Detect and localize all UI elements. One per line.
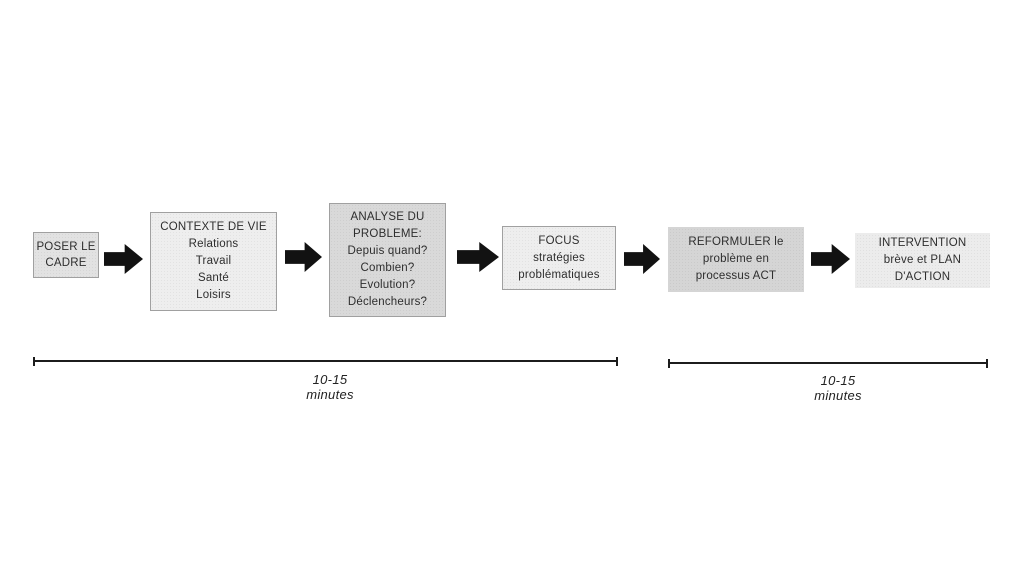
step-text-line: stratégies <box>533 251 585 264</box>
duration-text-line: 10-15 <box>312 372 348 387</box>
step-box-poser-le-cadre: POSER LE CADRE <box>33 232 99 278</box>
duration-label-right: 10-15 minutes <box>778 373 898 403</box>
arrow-right-icon <box>811 244 850 274</box>
step-text-line: Depuis quand? <box>347 245 428 257</box>
duration-text-line: minutes <box>814 388 862 403</box>
arrow-right-icon <box>457 242 499 272</box>
arrow-right-icon <box>104 244 143 274</box>
step-text-line: INTERVENTION <box>878 237 967 249</box>
step-text-line: Déclencheurs? <box>347 296 428 308</box>
step-text-line: FOCUS <box>538 234 580 247</box>
step-text-line: ANALYSE DU <box>350 211 425 223</box>
step-text-line: PROBLEME: <box>353 228 422 240</box>
bracket-tick <box>33 356 35 366</box>
step-text-line: Relations <box>188 238 239 250</box>
arrow-right-icon <box>285 242 322 272</box>
step-text-line: Combien? <box>360 262 415 274</box>
step-text-line: CONTEXTE DE VIE <box>160 221 267 233</box>
bracket-tick <box>668 358 670 368</box>
bracket-tick <box>986 358 988 368</box>
bracket-tick <box>616 356 618 366</box>
step-text-line: D'ACTION <box>894 271 951 283</box>
step-text-line: Santé <box>197 272 230 284</box>
step-text-line: problème en <box>702 253 770 265</box>
duration-label-left: 10-15 minutes <box>270 372 390 402</box>
step-text-line: CADRE <box>45 257 87 269</box>
step-text-line: problématiques <box>518 268 600 281</box>
step-box-contexte-de-vie: CONTEXTE DE VIE Relations Travail Santé … <box>150 212 277 311</box>
arrow-right-icon <box>624 244 660 274</box>
duration-bracket-right <box>668 358 988 368</box>
step-box-focus-strategies: FOCUS stratégies problématiques <box>502 226 616 290</box>
step-text-line: POSER LE <box>36 241 96 253</box>
step-text-line: Travail <box>195 255 232 267</box>
duration-text-line: 10-15 <box>820 373 856 388</box>
step-text-line: brève et PLAN <box>883 254 962 266</box>
step-box-analyse-du-probleme: ANALYSE DU PROBLEME: Depuis quand? Combi… <box>329 203 446 317</box>
step-text-line: REFORMULER le <box>688 236 784 248</box>
duration-bracket-left <box>33 356 618 366</box>
step-text-line: Evolution? <box>359 279 416 291</box>
step-box-reformuler-probleme: REFORMULER le problème en processus ACT <box>668 227 804 292</box>
step-text-line: processus ACT <box>695 270 777 282</box>
step-box-intervention-plan: INTERVENTION brève et PLAN D'ACTION <box>855 233 990 288</box>
duration-text-line: minutes <box>306 387 354 402</box>
step-text-line: Loisirs <box>196 289 231 301</box>
